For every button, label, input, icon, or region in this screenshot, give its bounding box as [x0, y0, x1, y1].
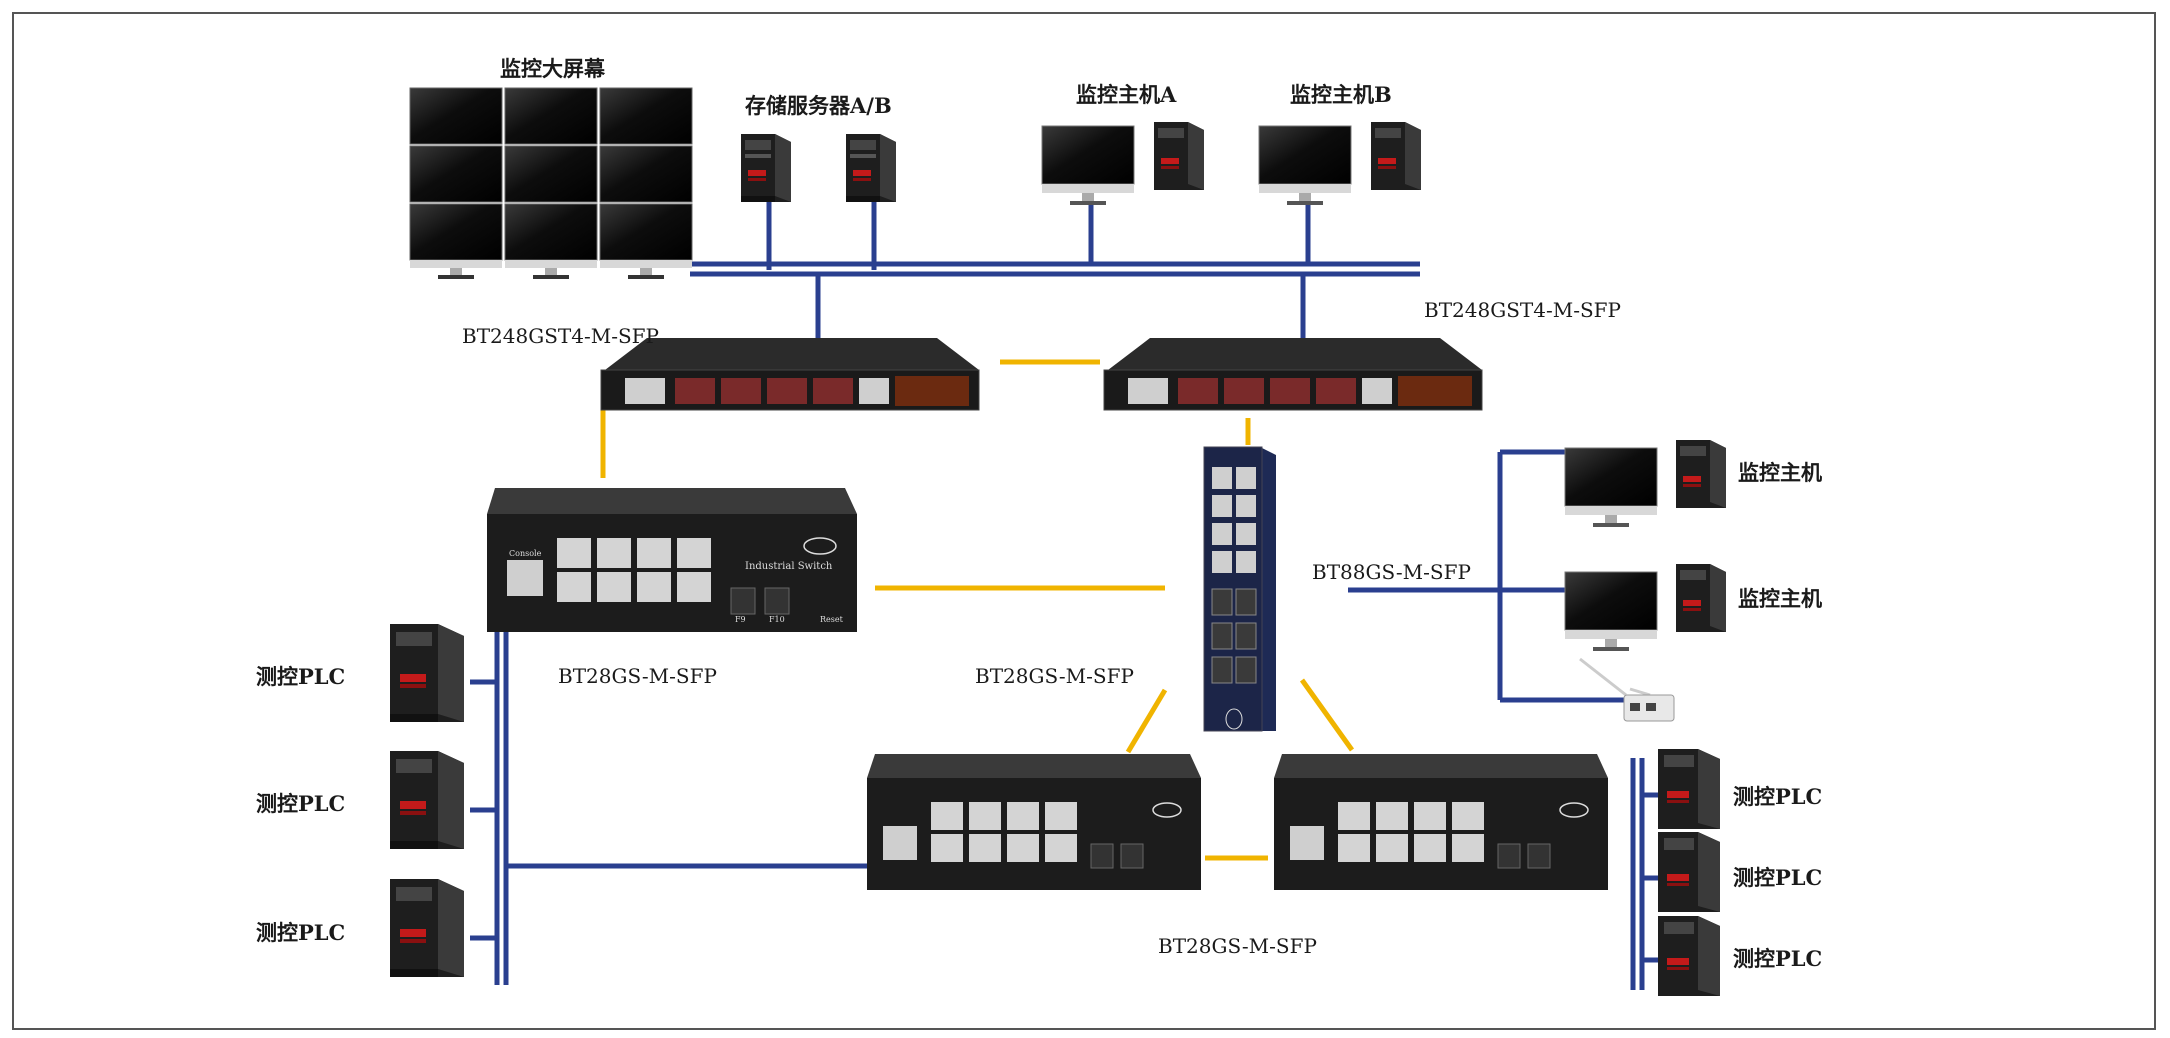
switch-center-label: BT28GS-M-SFP: [975, 664, 1134, 688]
monitor-host-a-imac-icon: [1041, 125, 1135, 205]
plc-left-2-icon: [390, 751, 464, 849]
right-monitor-bus: [1348, 449, 1625, 703]
monitor-host-2-tower-icon: [1676, 564, 1726, 632]
plc-right-3-icon: [1658, 916, 1720, 996]
plc-right-1-label: 测控PLC: [1733, 784, 1823, 809]
storage-server-a-icon: [741, 134, 791, 202]
din-rail-switch-icon: [487, 488, 857, 632]
core-rack-switch-right-icon: [1103, 338, 1483, 411]
reset-label: Reset: [820, 615, 843, 624]
industrial-switch-left-mid: Console Industrial Switch F9 F10 Reset: [485, 488, 860, 633]
sfp-f10-label: F10: [769, 615, 785, 624]
plc-right-3-label: 测控PLC: [1733, 946, 1823, 971]
monitor-host-b-label: 监控主机B: [1290, 82, 1392, 107]
sfp-f9-label: F9: [735, 615, 746, 624]
fiber-links: [600, 359, 1355, 861]
plc-right-2-icon: [1658, 832, 1720, 912]
storage-server-b-icon: [846, 134, 896, 202]
plc-left-1-label: 测控PLC: [256, 664, 346, 689]
switch-brand-label: Industrial Switch: [745, 561, 833, 572]
monitor-host-1-tower-icon: [1676, 440, 1726, 508]
monitor-host-b-imac-icon: [1258, 125, 1352, 205]
core-rack-switch-left-icon: [600, 338, 980, 411]
industrial-switch-bottom-right-icon: [1274, 754, 1608, 890]
monitor-host-a-tower-icon: [1154, 122, 1204, 190]
plc-right-1-icon: [1658, 749, 1720, 829]
monitor-host-1-imac-icon: [1564, 447, 1658, 527]
monitor-host-2-label: 监控主机: [1738, 586, 1822, 611]
diagram-frame: [12, 12, 2156, 1030]
plc-left-3-icon: [390, 879, 464, 977]
switch-vertical-label: BT88GS-M-SFP: [1312, 560, 1471, 584]
video-wall-icon: [409, 87, 693, 279]
storage-servers-label: 存储服务器A/B: [745, 93, 892, 118]
video-wall-label: 监控大屏幕: [500, 56, 605, 81]
monitor-host-1-label: 监控主机: [1738, 460, 1822, 485]
wireless-ap-icon: [1579, 657, 1675, 722]
monitor-host-a-label: 监控主机A: [1076, 82, 1177, 107]
core-switch-left-label: BT248GST4-M-SFP: [462, 324, 659, 348]
switch-left-mid-label: BT28GS-M-SFP: [558, 664, 717, 688]
left-plc-bus: [470, 630, 870, 985]
industrial-switch-bottom-left-icon: [867, 754, 1201, 890]
plc-left-2-label: 测控PLC: [256, 791, 346, 816]
plc-left-3-label: 测控PLC: [256, 920, 346, 945]
plc-right-2-label: 测控PLC: [1733, 865, 1823, 890]
monitor-host-2-imac-icon: [1564, 571, 1658, 651]
core-switch-right-label: BT248GST4-M-SFP: [1424, 298, 1621, 322]
monitor-host-b-tower-icon: [1371, 122, 1421, 190]
switch-bottom-label: BT28GS-M-SFP: [1158, 934, 1317, 958]
plc-left-1-icon: [390, 624, 464, 722]
console-port-label: Console: [509, 549, 542, 558]
industrial-switch-vertical-icon: [1203, 446, 1276, 732]
top-backbone-bus: [690, 195, 1420, 338]
